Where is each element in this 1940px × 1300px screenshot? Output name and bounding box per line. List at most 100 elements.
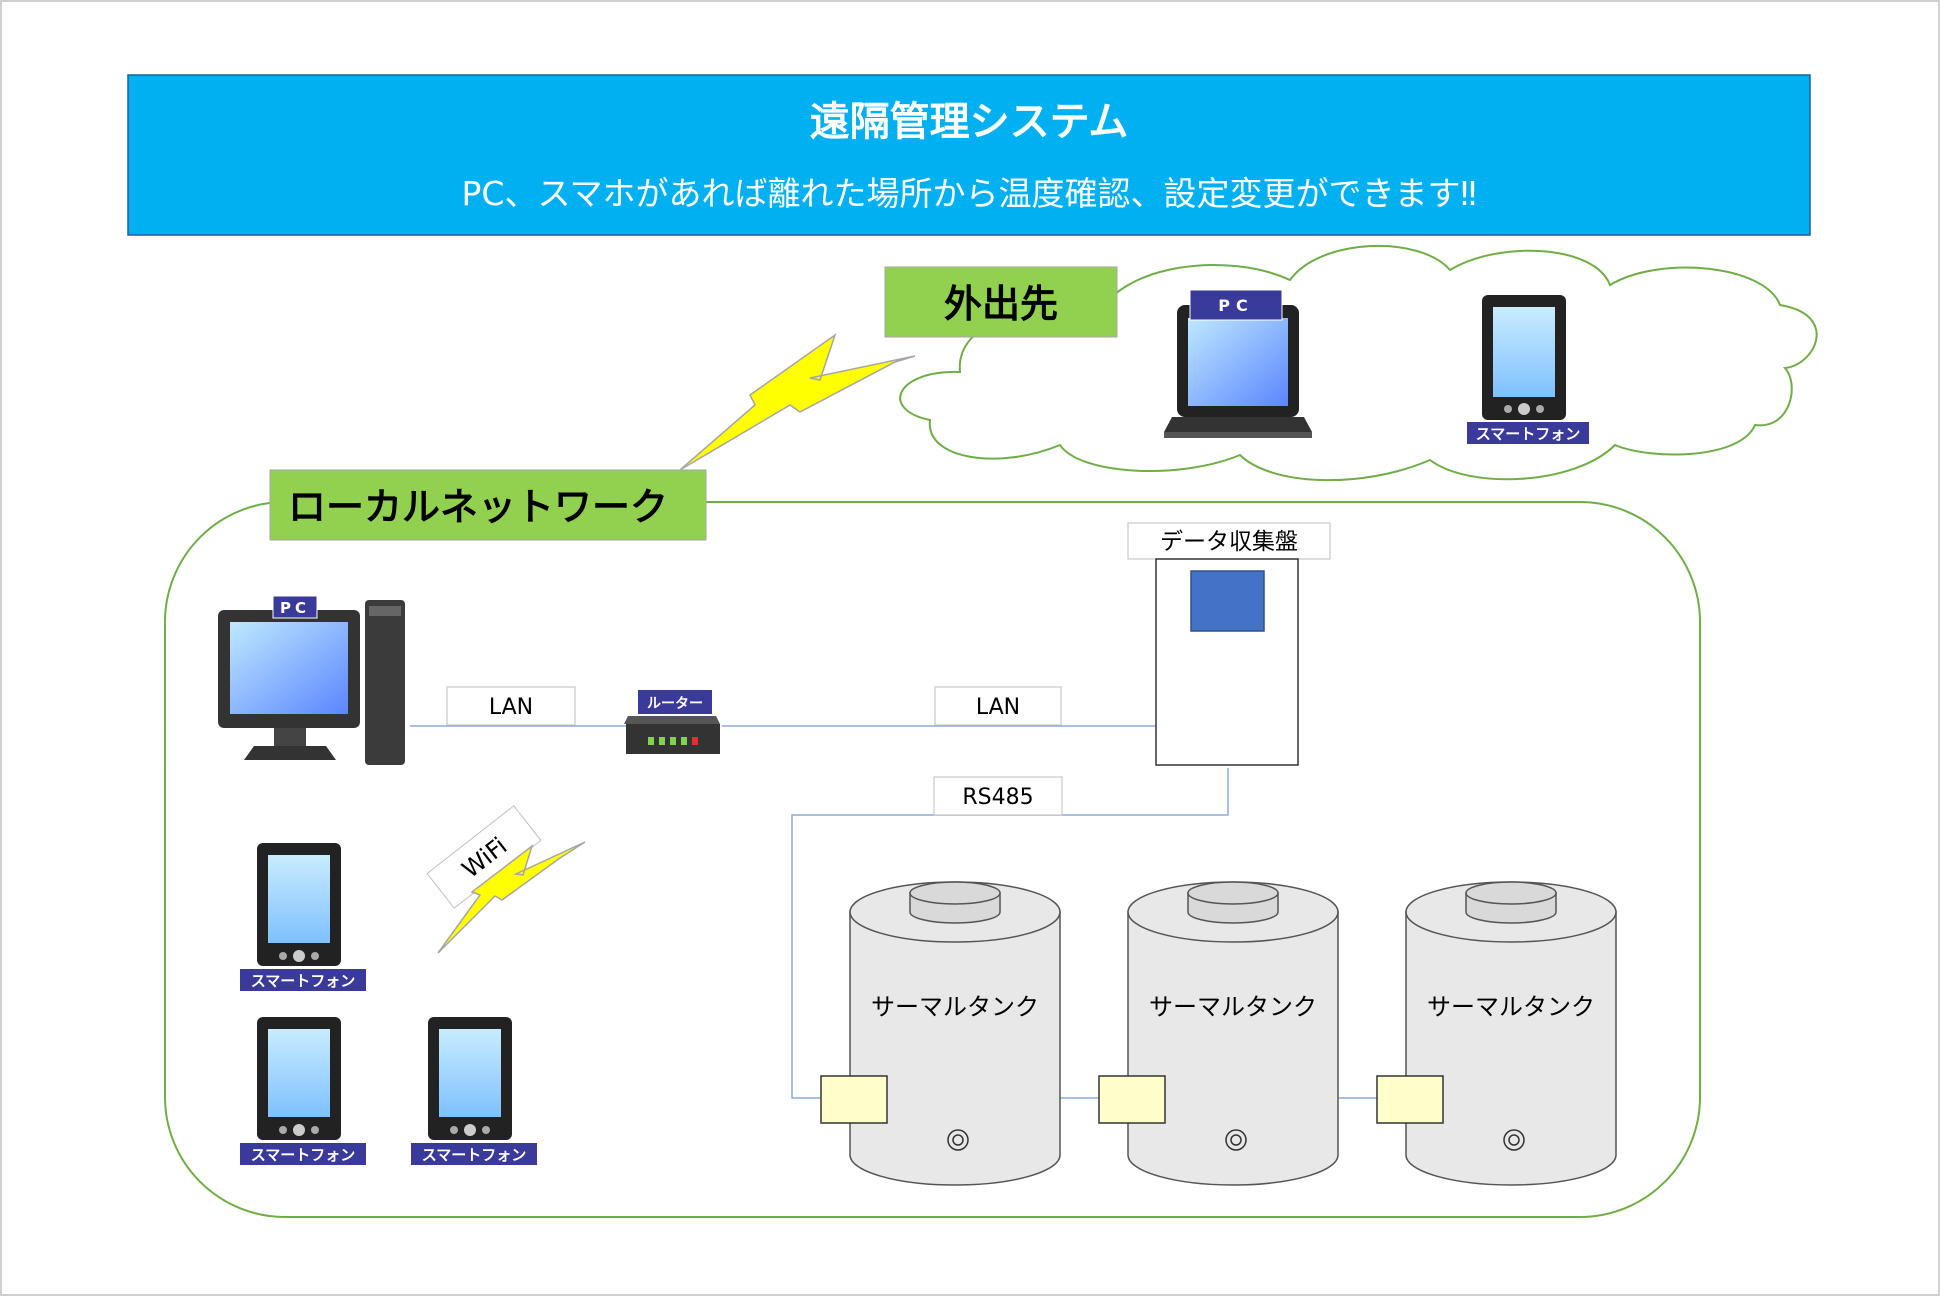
rs485-label-bg <box>933 776 1063 816</box>
remote-phone-button-center <box>1518 403 1530 415</box>
remote-phone-button-right <box>1536 405 1544 413</box>
tank-1-body <box>849 911 1061 1186</box>
remote-laptop-icon: PC <box>1164 289 1312 438</box>
router-led-2 <box>659 737 665 745</box>
pc-monitor-stand <box>244 746 336 760</box>
tank-1-label: サーマルタンク <box>871 993 1039 1021</box>
remote-pc-badge <box>1189 289 1283 321</box>
pc-monitor-neck <box>274 728 306 746</box>
pc-tower-drive <box>369 606 401 616</box>
thermal-tank-2: サーマルタンク <box>1098 881 1339 1186</box>
local-phone-3-screen <box>439 1029 501 1117</box>
local-pc-label: PC <box>280 599 310 617</box>
remote-phone-icon: スマートフォン <box>1467 295 1589 444</box>
local-phone-2-badge <box>240 1143 366 1165</box>
tank-2-cap-top <box>1187 881 1279 905</box>
router-led-5 <box>692 737 698 745</box>
local-phone-1-button-right <box>311 952 319 960</box>
local-phone-2-button-right <box>311 1126 319 1134</box>
thermal-tank-3: サーマルタンク <box>1376 881 1617 1186</box>
remote-laptop-base <box>1164 432 1312 438</box>
local-phone-3-button-left <box>450 1126 458 1134</box>
tank-2-label: サーマルタンク <box>1149 993 1317 1021</box>
local-phone-3-button-right <box>482 1126 490 1134</box>
local-phone-1-badge <box>240 969 366 991</box>
tank-3-label: サーマルタンク <box>1427 993 1595 1021</box>
lan-label-2-bg <box>934 686 1062 726</box>
tank-3-valve-outer <box>1503 1129 1525 1151</box>
router-icon: ルーター <box>624 690 720 754</box>
local-label-bg <box>269 469 707 541</box>
remote-label: 外出先 <box>944 282 1058 326</box>
local-phone-1-screen <box>268 855 330 943</box>
local-phone-3-badge <box>411 1143 537 1165</box>
local-desktop-pc-icon: PC <box>218 595 405 765</box>
tank-3-valve-inner <box>1508 1134 1520 1146</box>
lan-label-2: LAN <box>976 695 1020 720</box>
remote-label-bg <box>884 266 1118 338</box>
pc-tower <box>365 600 405 765</box>
remote-laptop-screen <box>1188 318 1288 406</box>
lightning-remote-icon <box>679 333 916 471</box>
data-collector-panel: データ収集盤 <box>1127 522 1331 766</box>
tank-1-sensor <box>820 1075 888 1124</box>
local-label-box: ローカルネットワーク <box>269 469 707 541</box>
lan-label-1: LAN <box>489 695 533 720</box>
rs485-label-box: RS485 <box>933 776 1063 816</box>
rs485-label: RS485 <box>962 785 1033 810</box>
router-led-1 <box>648 737 654 745</box>
local-phone-2-screen <box>268 1029 330 1117</box>
header-subtitle: PC、スマホがあれば離れた場所から温度確認、設定変更ができます‼ <box>462 174 1477 213</box>
remote-label-box: 外出先 <box>884 266 1118 338</box>
local-phone-1-button-left <box>279 952 287 960</box>
local-phone-3-icon: スマートフォン <box>411 1017 537 1165</box>
router-led-4 <box>681 737 687 745</box>
router-badge <box>638 690 712 714</box>
remote-phone-badge <box>1467 422 1589 444</box>
local-phone-1-label: スマートフォン <box>251 972 356 990</box>
tank-2-valve-outer <box>1225 1129 1247 1151</box>
lightning-wifi-icon <box>437 841 586 954</box>
local-phone-1-button-center <box>293 950 305 962</box>
tank-3-cap-top <box>1465 881 1557 905</box>
local-phone-3-button-center <box>464 1124 476 1136</box>
remote-laptop-keyboard <box>1164 417 1312 432</box>
local-phone-2-label: スマートフォン <box>251 1146 356 1164</box>
tank-1-cap-top <box>909 881 1001 905</box>
local-phone-1-icon: スマートフォン <box>240 843 366 991</box>
lan-label-box-2: LAN <box>934 686 1062 726</box>
local-phone-2-button-left <box>279 1126 287 1134</box>
header-banner: 遠隔管理システム PC、スマホがあれば離れた場所から温度確認、設定変更ができます… <box>127 74 1811 236</box>
remote-phone-screen <box>1493 307 1555 397</box>
collector-label: データ収集盤 <box>1160 529 1298 555</box>
remote-phone-label: スマートフォン <box>1476 425 1581 443</box>
local-phone-2-button-center <box>293 1124 305 1136</box>
remote-phone-button-left <box>1504 405 1512 413</box>
thermal-tank-1: サーマルタンク <box>820 881 1061 1186</box>
local-label: ローカルネットワーク <box>288 485 668 529</box>
router-top <box>624 716 720 724</box>
local-network-area <box>164 501 1701 1218</box>
header-title: 遠隔管理システム <box>810 99 1129 145</box>
tank-2-body <box>1127 911 1339 1186</box>
local-phone-3-label: スマートフォン <box>422 1146 527 1164</box>
header-background <box>127 74 1811 236</box>
tank-1-valve-outer <box>947 1129 969 1151</box>
lan-label-1-bg <box>446 686 576 726</box>
wifi-label-box: WiFi <box>426 805 542 909</box>
router-label: ルーター <box>647 696 703 712</box>
collector-label-bg <box>1127 522 1331 560</box>
tank-3-body <box>1405 911 1617 1186</box>
local-phone-2-icon: スマートフォン <box>240 1017 366 1165</box>
remote-pc-label: PC <box>1218 296 1253 315</box>
local-pc-badge <box>272 595 318 619</box>
tank-2-sensor <box>1098 1075 1166 1124</box>
lan-label-box-1: LAN <box>446 686 576 726</box>
tank-1-valve-inner <box>952 1134 964 1146</box>
router-led-3 <box>670 737 676 745</box>
tank-3-sensor <box>1376 1075 1444 1124</box>
tank-2-valve-inner <box>1230 1134 1242 1146</box>
collector-screen <box>1190 570 1265 632</box>
